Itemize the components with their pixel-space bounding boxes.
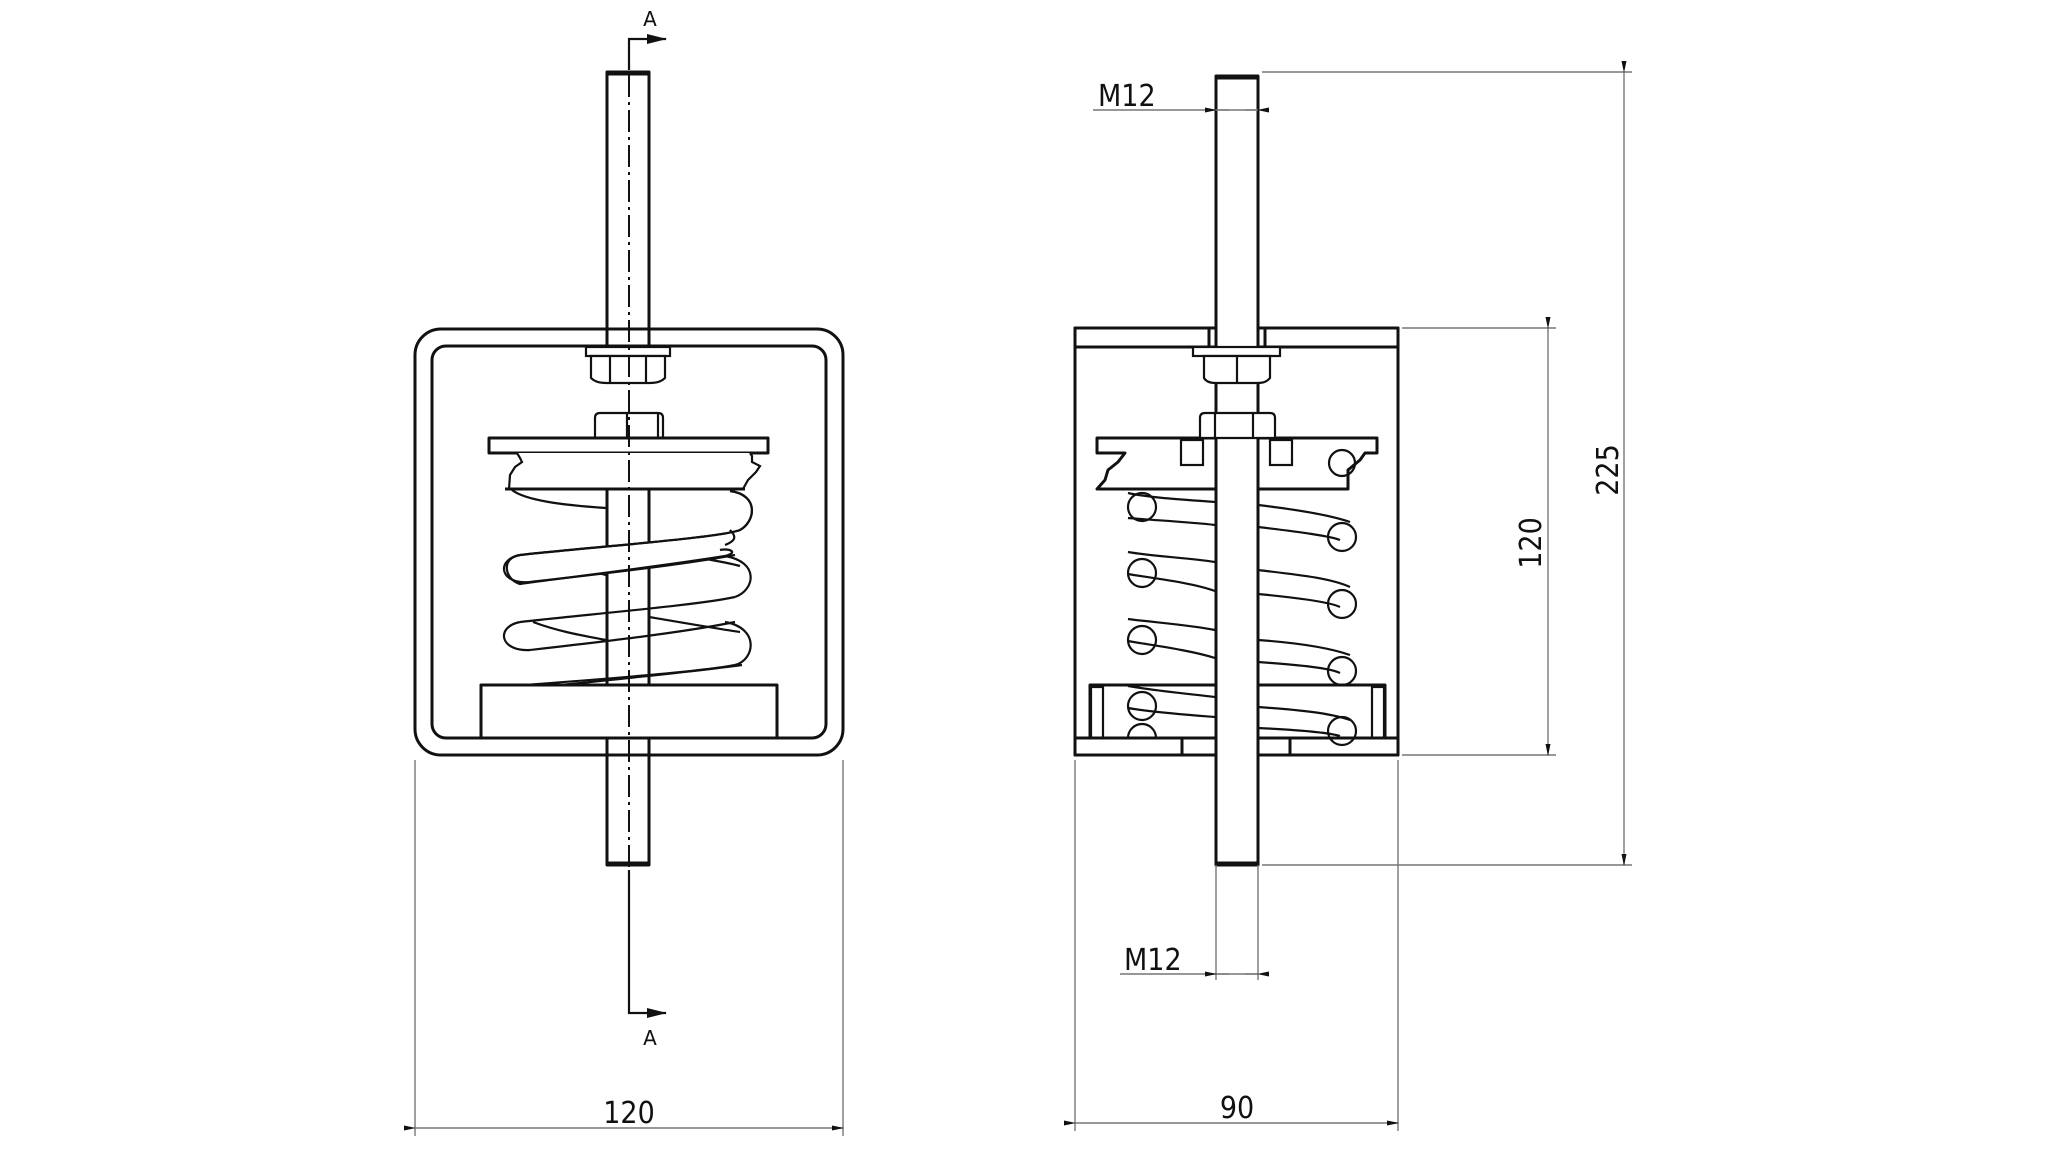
dimension-label-120-height: 120 bbox=[1514, 517, 1549, 569]
dimension-label-225: 225 bbox=[1591, 444, 1626, 496]
rubber-cap bbox=[507, 452, 762, 491]
dimension-thread-bottom: M12 bbox=[1120, 865, 1269, 980]
threaded-rod-section bbox=[1214, 74, 1260, 867]
front-view: A A 120 bbox=[404, 7, 845, 1136]
spring-section bbox=[1126, 491, 1358, 747]
dimension-overall-height: 225 bbox=[1262, 61, 1632, 866]
spring-front bbox=[502, 489, 753, 693]
bolt-head-section bbox=[1198, 411, 1277, 440]
dimension-thread-top: M12 bbox=[1093, 79, 1269, 114]
section-label-bottom: A bbox=[643, 1026, 657, 1050]
section-marker-top: A bbox=[627, 7, 667, 70]
dimension-section-width: 90 bbox=[1064, 760, 1399, 1131]
dimension-front-width: 120 bbox=[404, 760, 844, 1136]
section-marker-bottom: A bbox=[627, 870, 667, 1050]
dimension-housing-height: 120 bbox=[1402, 317, 1556, 756]
dimension-label-120: 120 bbox=[603, 1096, 655, 1131]
dimension-label-90: 90 bbox=[1220, 1091, 1254, 1126]
dimension-label-m12-top: M12 bbox=[1098, 79, 1156, 114]
section-label-top: A bbox=[643, 7, 657, 31]
section-view: M12 M12 90 120 bbox=[1064, 61, 1632, 1131]
dimension-label-m12-bottom: M12 bbox=[1124, 943, 1182, 978]
upper-nut-section bbox=[1191, 345, 1282, 385]
